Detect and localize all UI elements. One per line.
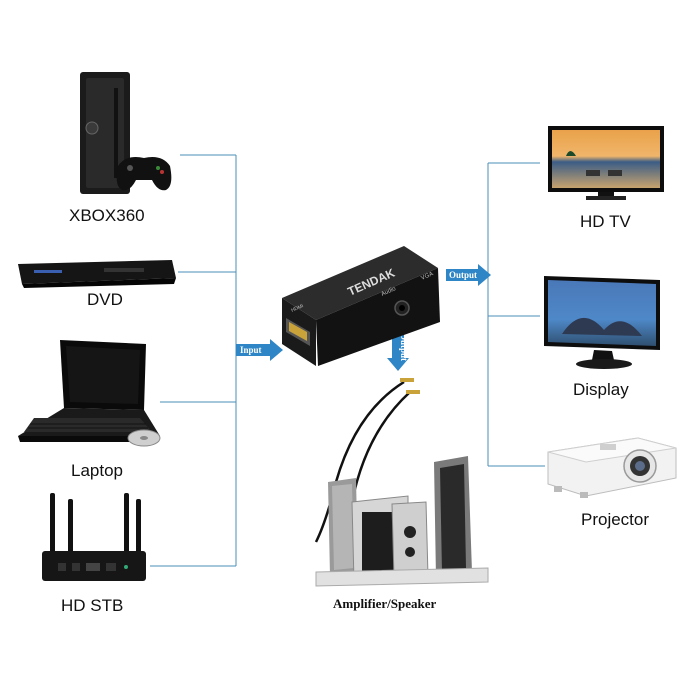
output-label-tv: HD TV xyxy=(580,212,631,231)
dvd-player-icon xyxy=(18,260,176,288)
speaker-system-icon xyxy=(314,378,489,587)
output-arrow-right-label: Output xyxy=(449,270,477,280)
hdmi-vga-adapter-icon: TENDAK VGA Audio HDMI xyxy=(282,246,440,366)
output-arrow-down-label: Output xyxy=(399,333,409,361)
adapter-vga-label: VGA xyxy=(420,271,434,282)
source-label-stb: HD STB xyxy=(61,596,124,615)
monitor-icon xyxy=(544,276,660,369)
output-label-projector: Projector xyxy=(581,510,650,529)
router-icon xyxy=(42,493,146,581)
input-arrow-label: Input xyxy=(240,345,262,355)
input-arrow: Input xyxy=(236,339,283,361)
output-arrow-down: Output xyxy=(387,330,409,371)
projector-icon xyxy=(547,437,677,498)
game-console-icon xyxy=(80,72,172,194)
laptop-icon xyxy=(18,340,161,447)
output-label-display: Display xyxy=(573,380,629,399)
output-arrow-right: Output xyxy=(446,264,491,286)
adapter-hdmi-label: HDMI xyxy=(290,303,304,314)
tv-icon xyxy=(548,126,664,200)
source-label-laptop: Laptop xyxy=(71,461,123,480)
source-label-dvd: DVD xyxy=(87,290,123,309)
adapter-audio-label: Audio xyxy=(380,286,397,298)
source-label-xbox: XBOX360 xyxy=(69,206,145,225)
audio-output-label: Amplifier/Speaker xyxy=(333,596,437,611)
